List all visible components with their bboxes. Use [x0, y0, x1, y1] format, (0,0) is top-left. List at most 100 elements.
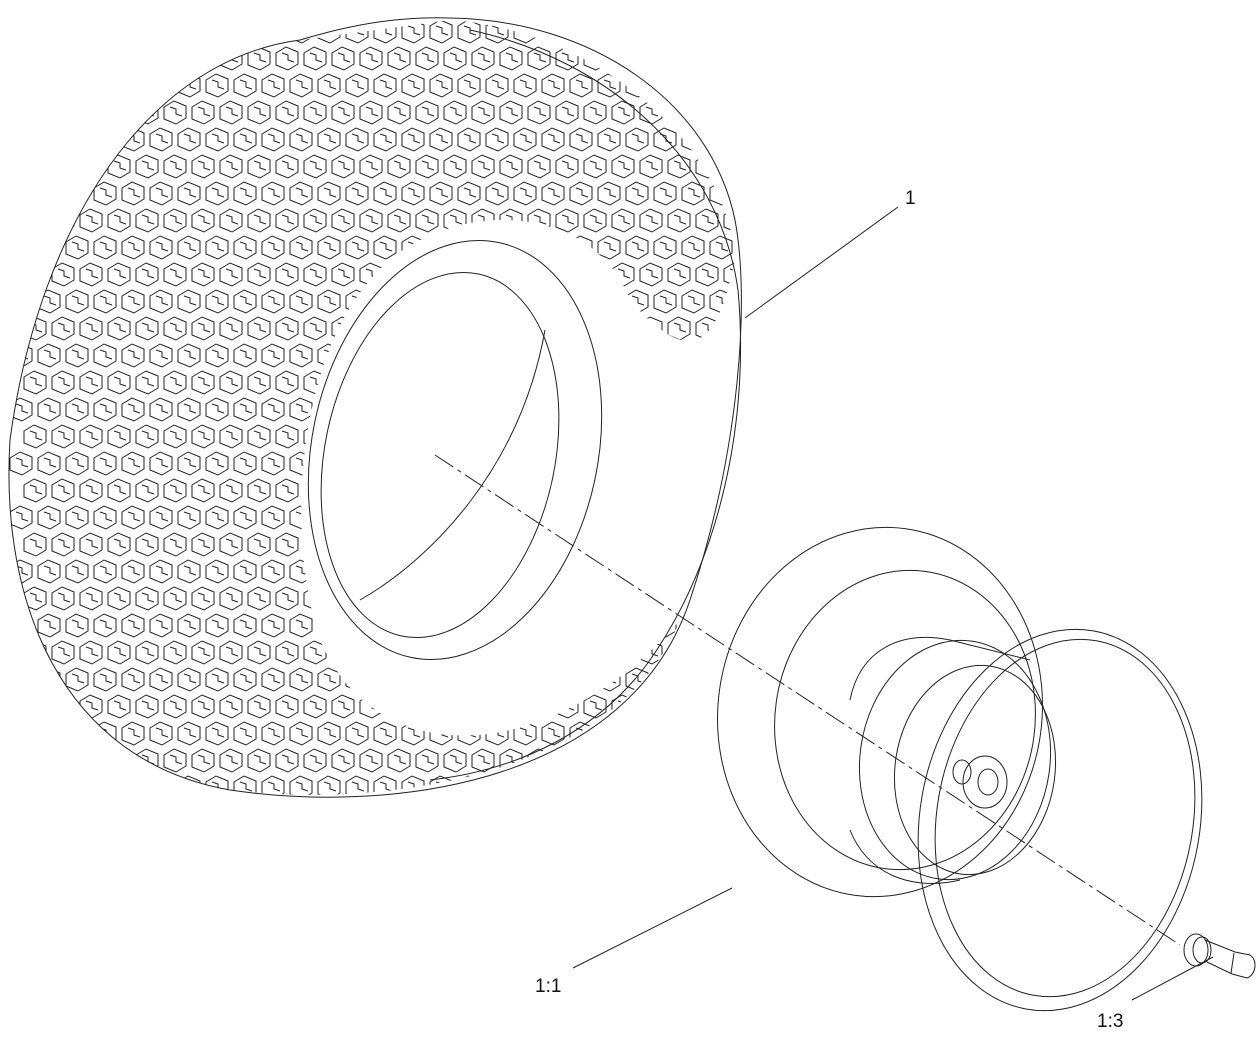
tread-block [107, 46, 131, 71]
tread-block [681, 343, 705, 368]
tread-block [513, 20, 537, 44]
rim-drum-1 [858, 639, 1052, 881]
tread-block [233, 667, 257, 692]
tread-block [219, 154, 243, 179]
tread-block [107, 640, 131, 665]
tread-block [485, 20, 509, 44]
tread-block [583, 370, 607, 395]
tread-block [331, 208, 355, 233]
tread-block [93, 73, 117, 98]
tread-block [639, 46, 663, 71]
tread-block [261, 451, 285, 476]
tread-block [191, 694, 215, 719]
tread-block [359, 46, 383, 71]
tread-block [681, 667, 705, 692]
tread-block [611, 316, 635, 341]
tread-block [695, 208, 719, 233]
tread-block [584, 803, 606, 826]
tread-block [289, 721, 313, 746]
tread-block [164, 803, 186, 826]
tread-block [443, 46, 467, 71]
tread-block [233, 73, 257, 98]
tread-block [275, 424, 299, 449]
tread-block [289, 73, 313, 98]
tread-block [527, 316, 551, 341]
tread-block [93, 721, 117, 746]
tread-block [23, 694, 47, 719]
tread-block [107, 532, 131, 557]
tread-block [695, 478, 719, 503]
tread-block [443, 316, 467, 341]
tread-block [177, 667, 201, 692]
tread-block [541, 181, 565, 206]
tread-block [331, 46, 355, 71]
tread-block [51, 154, 75, 179]
tread-block [93, 289, 117, 314]
callout-label-1-3: 1:3 [1097, 1011, 1123, 1032]
tread-block [93, 613, 117, 638]
tread-block [261, 721, 285, 746]
tread-block [499, 262, 523, 287]
callout-label-1-1: 1:1 [535, 976, 561, 997]
tread-block [513, 667, 537, 692]
tread-block [163, 154, 187, 179]
tread-block [219, 532, 243, 557]
tread-block [667, 424, 691, 449]
tread-block [485, 451, 509, 476]
tread-block [163, 100, 187, 125]
tread-block [247, 46, 271, 71]
tread-block [261, 505, 285, 530]
tread-block [289, 289, 313, 314]
tread-block [723, 586, 735, 611]
tread-block [23, 532, 47, 557]
tread-block [401, 343, 425, 368]
tread-block [149, 451, 173, 476]
tread-block [79, 694, 103, 719]
tread-block [653, 181, 677, 206]
tread-block [51, 100, 75, 125]
tread-block [79, 640, 103, 665]
tread-block [527, 100, 551, 125]
tread-block [248, 803, 270, 826]
tread-block [51, 262, 75, 287]
tread-block [121, 613, 145, 638]
tread-block [163, 46, 187, 71]
tread-block [191, 748, 215, 773]
tread-block [289, 559, 313, 584]
tread-block [303, 316, 327, 341]
tread-block [499, 586, 523, 611]
tread-block [471, 316, 495, 341]
tread-block [401, 559, 425, 584]
tread-block [457, 613, 481, 638]
tread-block [485, 397, 509, 422]
tread-block [65, 343, 89, 368]
wheel-rim [717, 526, 1203, 1012]
tread-block [625, 667, 649, 692]
tread-block [513, 127, 537, 152]
tread-block [23, 478, 47, 503]
tread-block [597, 505, 621, 530]
leader-line-1-3 [1131, 956, 1214, 1001]
tread-block [149, 343, 173, 368]
tread-block [79, 316, 103, 341]
tread-block [471, 694, 495, 719]
rim-front-flange-inner [774, 569, 1036, 871]
tread-block [457, 289, 481, 314]
tread-block [135, 262, 159, 287]
tread-block [415, 478, 439, 503]
tread-block [373, 289, 397, 314]
tread-block [401, 289, 425, 314]
tread-block [247, 262, 271, 287]
tread-block [233, 613, 257, 638]
tread-block [135, 424, 159, 449]
tread-block [555, 640, 579, 665]
tread-block [415, 694, 439, 719]
tread-block [261, 73, 285, 98]
tread-block [625, 505, 649, 530]
tread-block [121, 505, 145, 530]
tread-block [233, 235, 257, 260]
tread-block [79, 748, 103, 773]
tread-block [247, 424, 271, 449]
tread-block [65, 667, 89, 692]
